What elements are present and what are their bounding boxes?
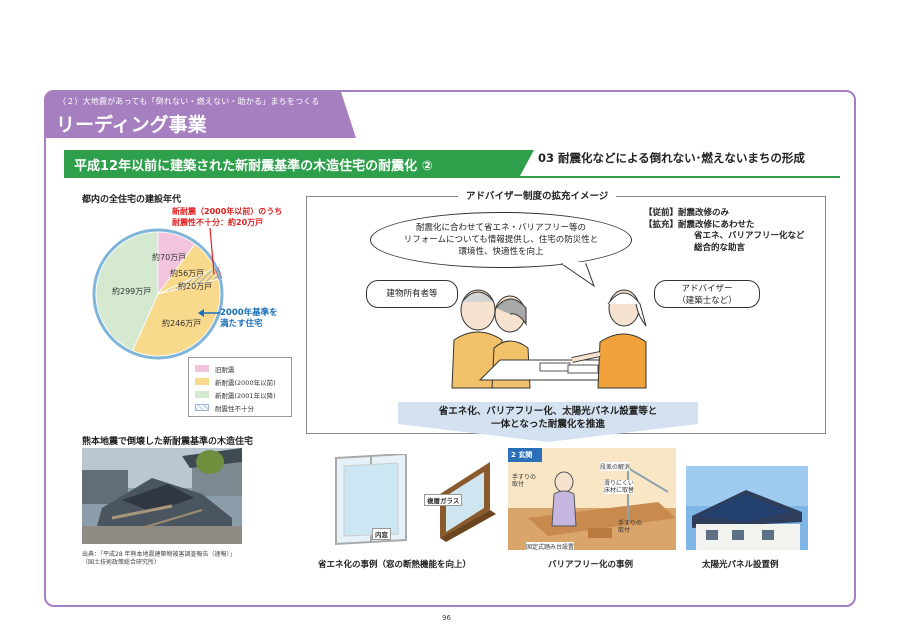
speech-bubble: 耐震化に合わせて省エネ・バリアフリー等の リフォームについても情報提供し、住宅の…	[370, 212, 632, 268]
pie-callout-red: 新耐震（2000年以前）のうち 耐震性不十分：約20万戸	[172, 207, 283, 227]
chart-title: 都内の全住宅の建設年代	[82, 195, 182, 205]
barrier-tag-text: 玄関	[518, 451, 533, 459]
legend-item: 新耐震(2000年以前)	[195, 375, 285, 388]
legend-item: 旧耐震	[195, 362, 285, 375]
collapsed-house-photo	[82, 448, 242, 544]
pie-legend: 旧耐震 新耐震(2000年以前) 新耐震(2001年以降) 耐震性不十分	[188, 357, 292, 417]
advice-note: 【従前】耐震改修のみ 【拡充】耐震改修にあわせた 省エネ、バリアフリー化など 総…	[644, 208, 805, 253]
callout-red-line	[209, 227, 215, 275]
solar-example-caption: 太陽光パネル設置例	[702, 560, 779, 570]
legend-item: 耐震性不十分	[195, 401, 285, 414]
callout-arrow-icon	[198, 309, 220, 317]
header-tab	[44, 90, 356, 138]
barrier-example-caption: バリアフリー化の事例	[548, 560, 634, 570]
barrier-label-step-stool: 固定式踏み台設置	[526, 542, 575, 550]
barrier-label-handrail-2: 手すりの取付	[618, 520, 643, 534]
pie-label-insufficient: 約20万戸	[178, 282, 213, 291]
pie-chart	[92, 228, 224, 360]
pie-label-new-pre2000: 約56万戸	[170, 269, 205, 278]
section-title-bar: 平成12年以前に建築された新耐震基準の木造住宅の耐震化 ②	[64, 150, 534, 176]
owner-label: 建物所有者等	[366, 280, 458, 308]
solar-panel-house-photo	[686, 466, 808, 550]
quake-photo-title: 熊本地震で倒壊した新耐震基準の木造住宅	[82, 437, 254, 447]
double-glass-label: 複層ガラス	[424, 494, 463, 506]
section-label: 03 耐震化などによる倒れない･燃えないまちの形成	[538, 151, 805, 165]
insulated-window-illustration	[335, 454, 496, 546]
pie-label-old: 約70万戸	[152, 253, 187, 262]
pie-callout-blue: 2000年基準を 満たす住宅	[220, 308, 278, 329]
header-subtitle: （２）大地震があっても「倒れない・燃えない・助かる」まちをつくる	[58, 97, 320, 106]
photo-source: 出典：「平成28 年熊本地震建築物被害調査報告（速報）」 （国土技術政策総合研究…	[82, 551, 236, 566]
pie-label-299: 約299万戸	[112, 287, 152, 296]
pie-slice-3	[132, 278, 221, 357]
advisor-label: アドバイザー （建築士など）	[654, 280, 760, 308]
page-number: 96	[442, 614, 451, 622]
legend-item: 新耐震(2001年以降)	[195, 388, 285, 401]
advisor-panel-title: アドバイザー制度の拡充イメージ	[458, 188, 617, 202]
pie-label-246: 約246万戸	[162, 319, 202, 328]
banner-text: 省エネ化、バリアフリー化、太陽光パネル設置等と 一体となった耐震化を推進	[438, 406, 658, 430]
barrier-label-step: 段差の解消	[600, 462, 631, 471]
header-title: リーディング事業	[56, 114, 207, 136]
barrier-free-illustration: 2 玄関 段差の解消 手すりの取付 滑りにくい床材に取替 手すりの取付 固定式踏…	[508, 448, 676, 550]
inner-window-label: 内窓	[372, 528, 391, 540]
barrier-tag-number: 2	[511, 451, 516, 459]
window-example-caption: 省エネ化の事例（窓の断熱機能を向上）	[318, 560, 472, 570]
consultation-illustration	[451, 289, 647, 389]
barrier-label-floor: 滑りにくい床材に取替	[604, 480, 635, 494]
barrier-label-handrail-1: 手すりの取付	[512, 474, 537, 488]
section-divider	[64, 176, 840, 178]
pie-slice-4	[95, 231, 159, 352]
speech-tail-icon	[560, 262, 596, 288]
